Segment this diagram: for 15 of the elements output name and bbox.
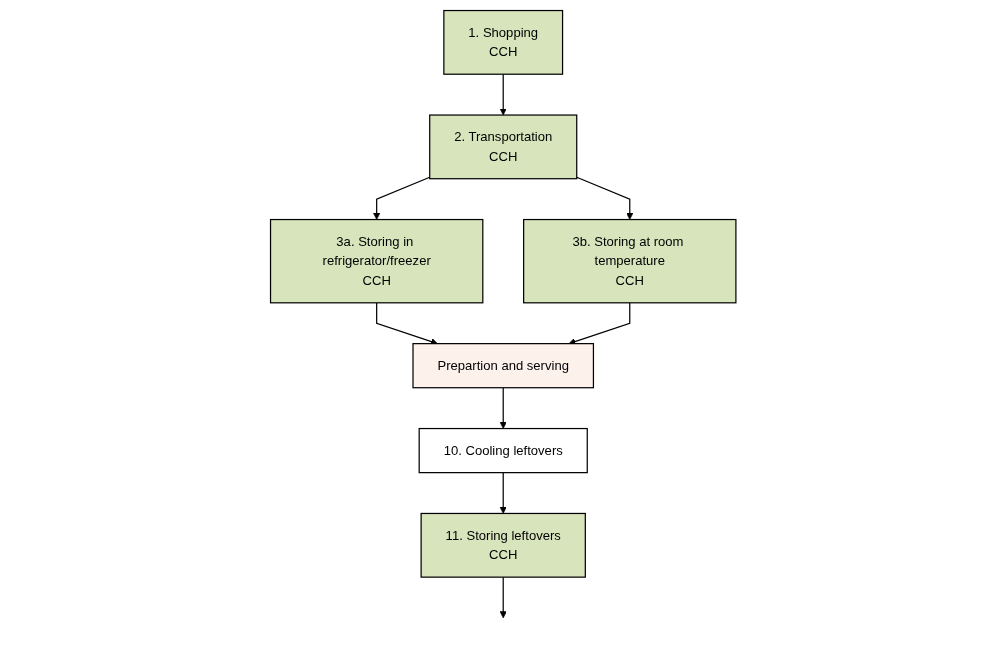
node-box: 11. Storing leftovers CCH <box>420 512 586 578</box>
arrow <box>499 576 507 619</box>
node-box: 2. Transportation CCH <box>428 114 578 180</box>
arrow <box>499 73 507 116</box>
arrow <box>575 176 634 220</box>
node-box: 3b. Storing at room temperature CCH <box>522 218 737 304</box>
node-box: 3a. Storing in refrigerator/freezer CCH <box>269 218 484 304</box>
node-box: 1. Shopping CCH <box>443 9 563 75</box>
arrow <box>372 176 431 220</box>
node-box: Prepartion and serving <box>412 343 594 389</box>
arrow <box>499 472 507 514</box>
arrow <box>499 387 507 429</box>
arrow <box>568 302 631 345</box>
arrow <box>375 302 438 345</box>
node-box: 10. Cooling leftovers <box>418 427 588 474</box>
